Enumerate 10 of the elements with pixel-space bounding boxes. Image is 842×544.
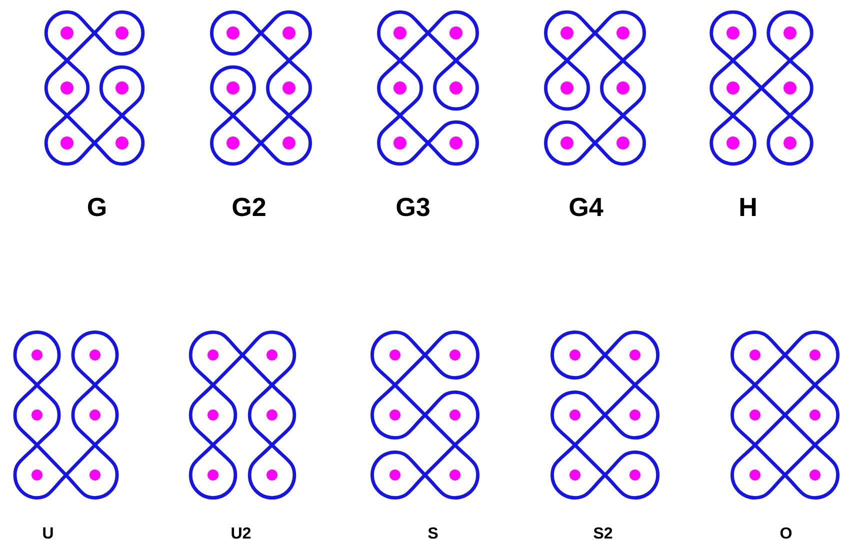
pattern-label: U xyxy=(43,527,53,539)
pattern-label: U2 xyxy=(232,527,251,539)
pattern-label: S2 xyxy=(594,527,612,539)
pattern-label: O xyxy=(780,527,792,539)
pattern-label: G4 xyxy=(570,198,604,216)
pattern-label: G2 xyxy=(232,198,266,216)
pattern-label: G xyxy=(88,198,106,216)
pattern-label: S xyxy=(428,527,438,539)
pattern-label: H xyxy=(740,198,756,216)
pattern-label: G3 xyxy=(396,198,430,216)
